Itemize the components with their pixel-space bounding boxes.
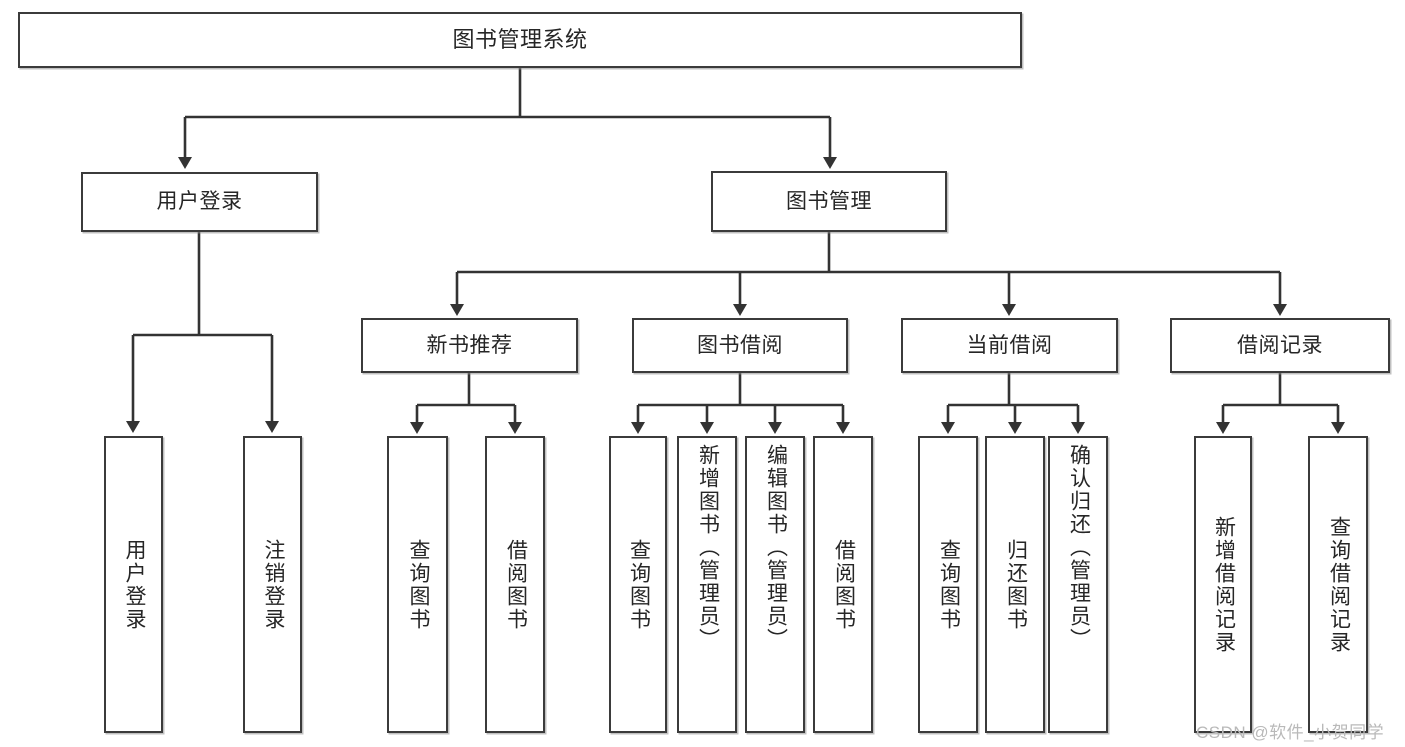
node-leaf-query-book-2[interactable]: 查询图书 [609, 436, 667, 733]
node-book-borrow-label: 图书借阅 [697, 333, 783, 357]
node-leaf-logout-label: 注销登录 [261, 538, 285, 631]
node-leaf-edit-book-label: 编辑图书（管理员） [764, 444, 788, 651]
node-leaf-query-record[interactable]: 查询借阅记录 [1308, 436, 1368, 733]
node-leaf-query-book-1-label: 查询图书 [406, 538, 430, 631]
node-leaf-query-book-2-label: 查询图书 [627, 538, 651, 631]
node-leaf-borrow-book-2[interactable]: 借阅图书 [813, 436, 873, 733]
node-leaf-user-login[interactable]: 用户登录 [104, 436, 163, 733]
node-book-manage[interactable]: 图书管理 [711, 171, 947, 232]
node-user-login-label: 用户登录 [156, 190, 243, 214]
node-leaf-query-book-1[interactable]: 查询图书 [387, 436, 448, 733]
node-leaf-query-record-label: 查询借阅记录 [1327, 515, 1351, 654]
node-leaf-query-book-3[interactable]: 查询图书 [918, 436, 978, 733]
node-leaf-return-book[interactable]: 归还图书 [985, 436, 1045, 733]
node-leaf-add-book-label: 新增图书（管理员） [696, 444, 720, 651]
node-book-borrow[interactable]: 图书借阅 [632, 318, 848, 373]
node-leaf-query-book-3-label: 查询图书 [937, 538, 961, 631]
node-borrow-record-label: 借阅记录 [1237, 333, 1323, 357]
node-leaf-edit-book[interactable]: 编辑图书（管理员） [745, 436, 805, 733]
node-current-borrow[interactable]: 当前借阅 [901, 318, 1118, 373]
node-new-book-recommend-label: 新书推荐 [426, 333, 513, 357]
node-leaf-add-record[interactable]: 新增借阅记录 [1194, 436, 1252, 733]
node-book-manage-label: 图书管理 [786, 189, 872, 213]
node-user-login[interactable]: 用户登录 [81, 172, 318, 232]
csdn-watermark: CSDN @软件_小贺同学 [1196, 723, 1385, 742]
node-leaf-confirm-return[interactable]: 确认归还（管理员） [1048, 436, 1108, 733]
node-leaf-confirm-return-label: 确认归还（管理员） [1067, 444, 1091, 651]
node-leaf-borrow-book-1[interactable]: 借阅图书 [485, 436, 545, 733]
node-borrow-record[interactable]: 借阅记录 [1170, 318, 1390, 373]
node-current-borrow-label: 当前借阅 [966, 333, 1053, 357]
node-new-book-recommend[interactable]: 新书推荐 [361, 318, 578, 373]
node-leaf-add-record-label: 新增借阅记录 [1212, 515, 1236, 654]
node-leaf-return-book-label: 归还图书 [1004, 538, 1028, 631]
node-leaf-borrow-book-1-label: 借阅图书 [504, 538, 528, 631]
node-leaf-add-book[interactable]: 新增图书（管理员） [677, 436, 737, 733]
node-leaf-user-login-label: 用户登录 [122, 538, 146, 631]
node-root-label: 图书管理系统 [452, 26, 588, 52]
node-leaf-logout[interactable]: 注销登录 [243, 436, 302, 733]
node-leaf-borrow-book-2-label: 借阅图书 [832, 538, 856, 631]
node-root[interactable]: 图书管理系统 [18, 12, 1022, 68]
